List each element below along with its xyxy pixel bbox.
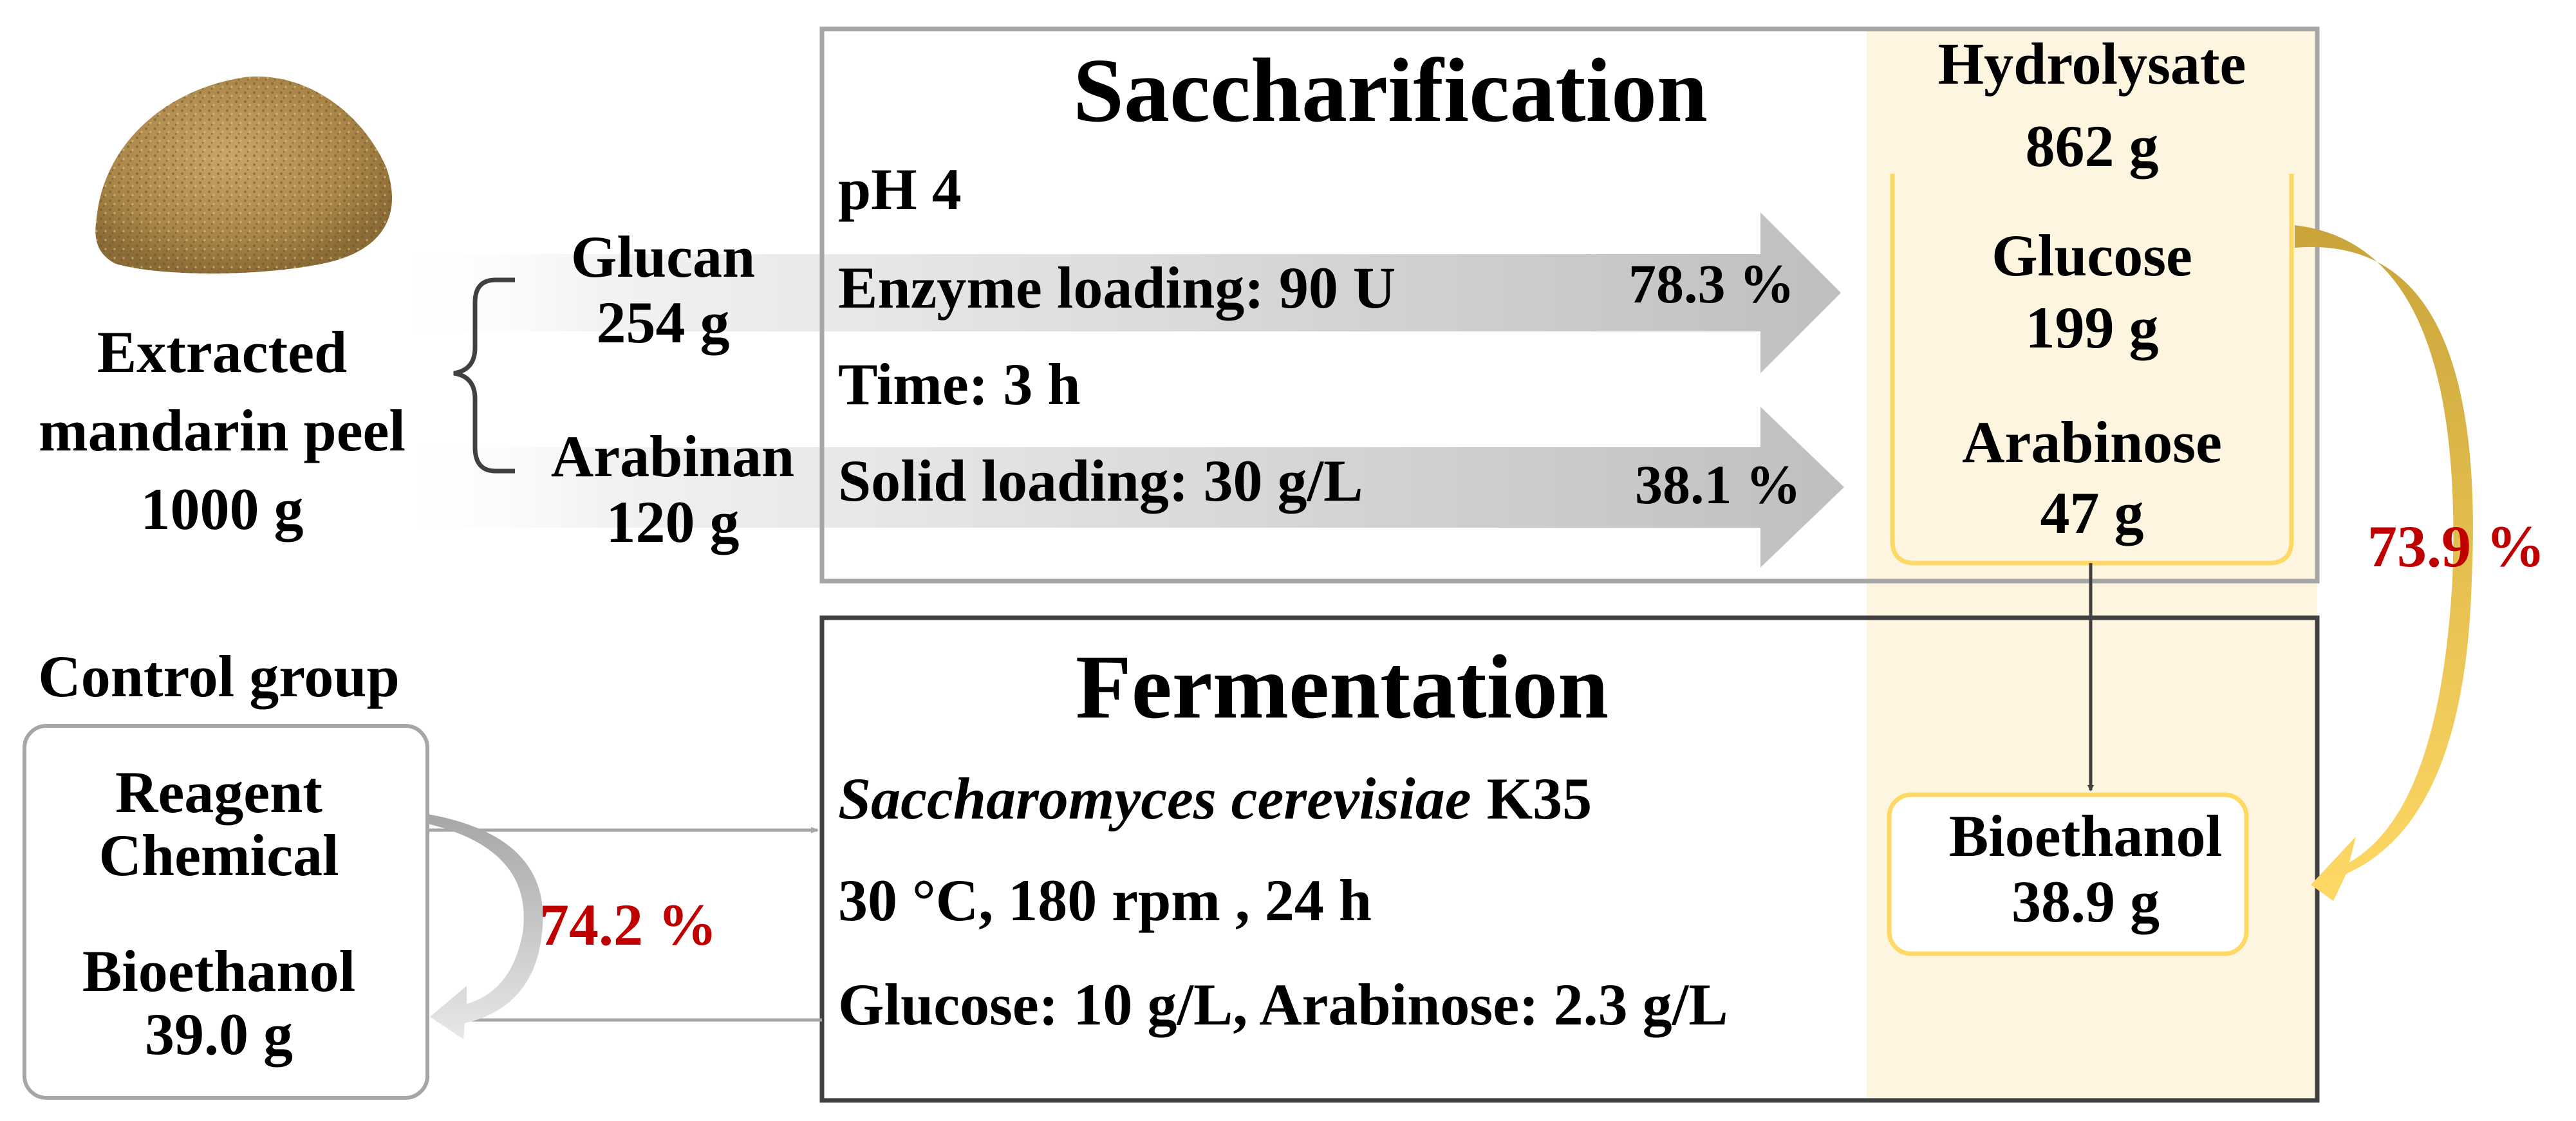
arabinan-label: Arabinan	[551, 423, 794, 489]
overall-yield: 73.9 %	[2367, 514, 2545, 579]
strain-species: Saccharomyces cerevisiae	[838, 766, 1471, 831]
control-yield: 74.2 %	[539, 892, 717, 958]
arabinan-flow-arrow	[386, 407, 1844, 568]
saccharification-time: Time: 3 h	[838, 351, 1081, 417]
saccharification-ph: pH 4	[838, 156, 962, 222]
control-box	[23, 724, 429, 1100]
arabinan-amount: 120 g	[606, 489, 740, 555]
bioethanol-amount: 38.9 g	[2011, 869, 2160, 934]
fermentation-medium: Glucose: 10 g/L, Arabinose: 2.3 g/L	[838, 972, 1728, 1037]
hydrolysate-glucose-amount: 199 g	[2026, 295, 2159, 360]
feedstock-line2: mandarin peel	[39, 398, 406, 463]
fermentation-box	[819, 615, 2320, 1103]
component-brace	[453, 277, 515, 474]
hydrolysate-title: Hydrolysate	[1938, 31, 2246, 97]
fermentation-title: Fermentation	[1076, 636, 1609, 737]
saccharification-solid: Solid loading: 30 g/L	[838, 448, 1363, 514]
saccharification-title: Saccharification	[1073, 39, 1708, 141]
control-bioethanol-amount: 39.0 g	[145, 1001, 293, 1067]
control-reagent-line2: Chemical	[98, 822, 339, 888]
arabinan-yield: 38.1 %	[1635, 454, 1801, 515]
strain-code: K35	[1487, 766, 1592, 831]
glucan-flow-arrow	[386, 212, 1841, 373]
control-reagent-line1: Reagent	[115, 759, 322, 825]
glucan-amount: 254 g	[597, 290, 730, 355]
mandarin-peel-powder-icon	[95, 76, 393, 274]
hydrolysate-amount: 862 g	[2026, 113, 2159, 179]
saccharification-box	[819, 26, 2320, 584]
glucan-label: Glucan	[571, 224, 755, 290]
fermentation-conditions: 30 °C, 180 rpm , 24 h	[838, 867, 1372, 933]
control-title: Control group	[38, 644, 399, 709]
bioethanol-label: Bioethanol	[1949, 803, 2222, 869]
control-yield-curved-arrow	[427, 814, 543, 1039]
bioethanol-box	[1887, 792, 2249, 956]
hydrolysate-arabinose-label: Arabinose	[1962, 409, 2222, 475]
hydrolysate-glucose-label: Glucose	[1992, 223, 2192, 288]
feedstock-line1: Extracted	[97, 319, 347, 385]
saccharification-enzyme: Enzyme loading: 90 U	[838, 255, 1395, 320]
glucan-yield: 78.3 %	[1629, 253, 1795, 315]
feedstock-amount: 1000 g	[141, 476, 304, 542]
control-bioethanol-label: Bioethanol	[82, 938, 355, 1004]
hydrolysate-arabinose-amount: 47 g	[2040, 480, 2144, 546]
